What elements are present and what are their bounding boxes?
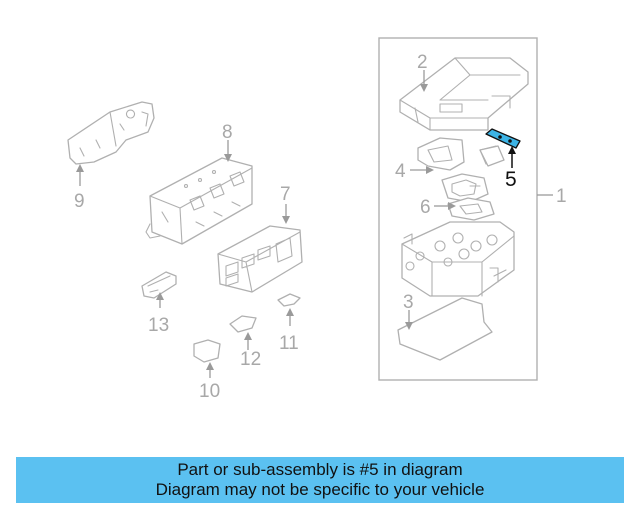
callout-12-arrow (244, 332, 252, 340)
callout-4-arrow (426, 166, 434, 174)
housing-block[interactable] (401, 221, 515, 297)
callout-8-arrow (224, 154, 232, 162)
part-8-frame[interactable] (145, 157, 253, 245)
banner-line-1: Part or sub-assembly is #5 in diagram (177, 460, 463, 479)
part-7-relay-block[interactable] (217, 225, 303, 293)
callout-1: 1 (556, 186, 567, 207)
callout-7: 7 (280, 184, 291, 205)
part-11-clip[interactable] (277, 293, 301, 307)
part-5-highlighted[interactable] (485, 128, 521, 149)
callout-5: 5 (505, 168, 517, 191)
callout-2: 2 (417, 52, 428, 73)
callout-10-arrow (206, 362, 214, 370)
callout-3: 3 (403, 292, 414, 313)
callout-9: 9 (74, 191, 85, 212)
callout-11: 11 (279, 333, 299, 354)
callout-8: 8 (222, 122, 233, 143)
part-12-clip[interactable] (229, 315, 257, 333)
info-banner: Part or sub-assembly is #5 in diagram Di… (16, 457, 624, 503)
callout-2-arrow (420, 84, 428, 92)
callout-6: 6 (420, 197, 431, 218)
callout-5-arrow (508, 146, 516, 154)
callout-9-arrow (76, 164, 84, 172)
parts-diagram: 1 2 4 5 6 (67, 37, 567, 402)
callout-7-arrow (282, 216, 290, 224)
callout-13-arrow (156, 292, 164, 300)
banner-line-2: Diagram may not be specific to your vehi… (155, 480, 485, 499)
assembly-box (378, 37, 538, 381)
callout-3-arrow (405, 322, 413, 330)
part-10-cap[interactable] (193, 339, 221, 363)
part-2-cover[interactable] (399, 57, 529, 131)
part-3-bottom-plate[interactable] (397, 297, 493, 361)
callout-10: 10 (199, 381, 220, 402)
callout-13: 13 (148, 315, 169, 336)
part-9-bracket[interactable] (67, 101, 155, 165)
part-6-gasket-plates[interactable] (441, 145, 505, 221)
callout-4: 4 (395, 161, 406, 182)
callout-6-arrow (448, 202, 456, 210)
callout-12: 12 (240, 349, 261, 370)
part-13-connector[interactable] (141, 271, 177, 299)
callout-11-arrow (286, 308, 294, 316)
